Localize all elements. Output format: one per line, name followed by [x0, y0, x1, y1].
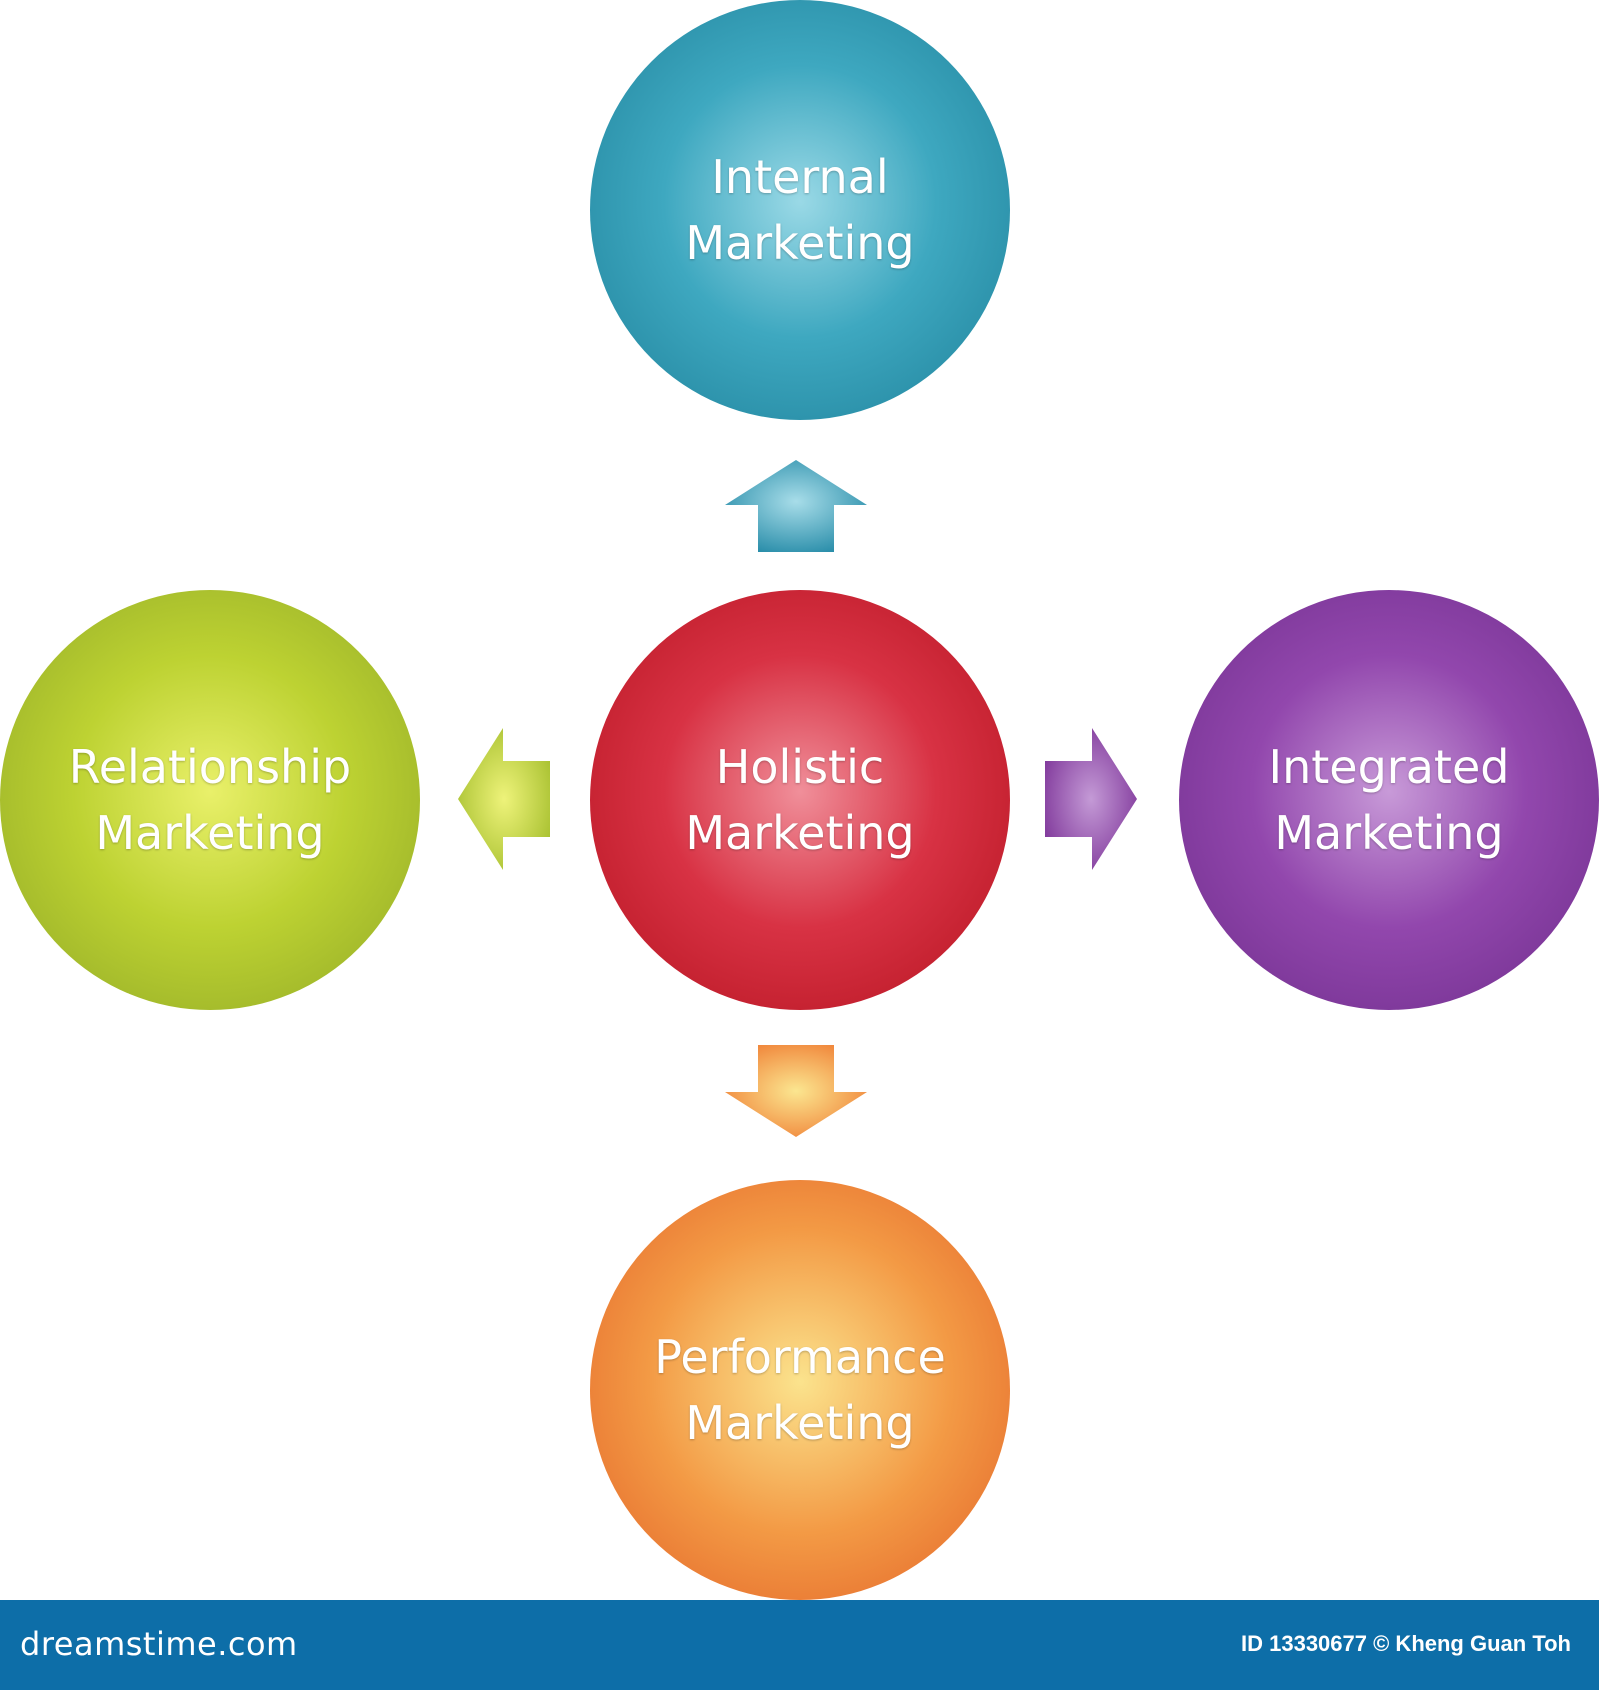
node-integrated-marketing-label: Integrated Marketing	[1268, 740, 1510, 860]
footer-bar: dreamstime.com ID 13330677 © Kheng Guan …	[0, 1600, 1599, 1690]
node-holistic-marketing: Holistic Marketing	[590, 590, 1010, 1010]
node-internal-marketing: Internal Marketing	[590, 0, 1010, 420]
node-performance-marketing-label: Performance Marketing	[654, 1330, 946, 1450]
arrow-right-icon	[1045, 728, 1137, 870]
footer-credit: ID 13330677 © Kheng Guan Toh	[1241, 1631, 1571, 1656]
node-internal-marketing-label: Internal Marketing	[685, 150, 915, 270]
node-integrated-marketing: Integrated Marketing	[1179, 590, 1599, 1010]
arrow-left-icon	[458, 728, 550, 870]
arrow-down-icon	[725, 1045, 867, 1137]
node-relationship-marketing: Relationship Marketing	[0, 590, 420, 1010]
node-performance-marketing: Performance Marketing	[590, 1180, 1010, 1600]
arrow-up-icon	[725, 460, 867, 552]
diagram-canvas: Internal Marketing Relationship Marketin…	[0, 0, 1599, 1600]
footer-brand: dreamstime.com	[20, 1625, 298, 1663]
node-relationship-marketing-label: Relationship Marketing	[68, 740, 352, 860]
node-holistic-marketing-label: Holistic Marketing	[685, 740, 915, 860]
